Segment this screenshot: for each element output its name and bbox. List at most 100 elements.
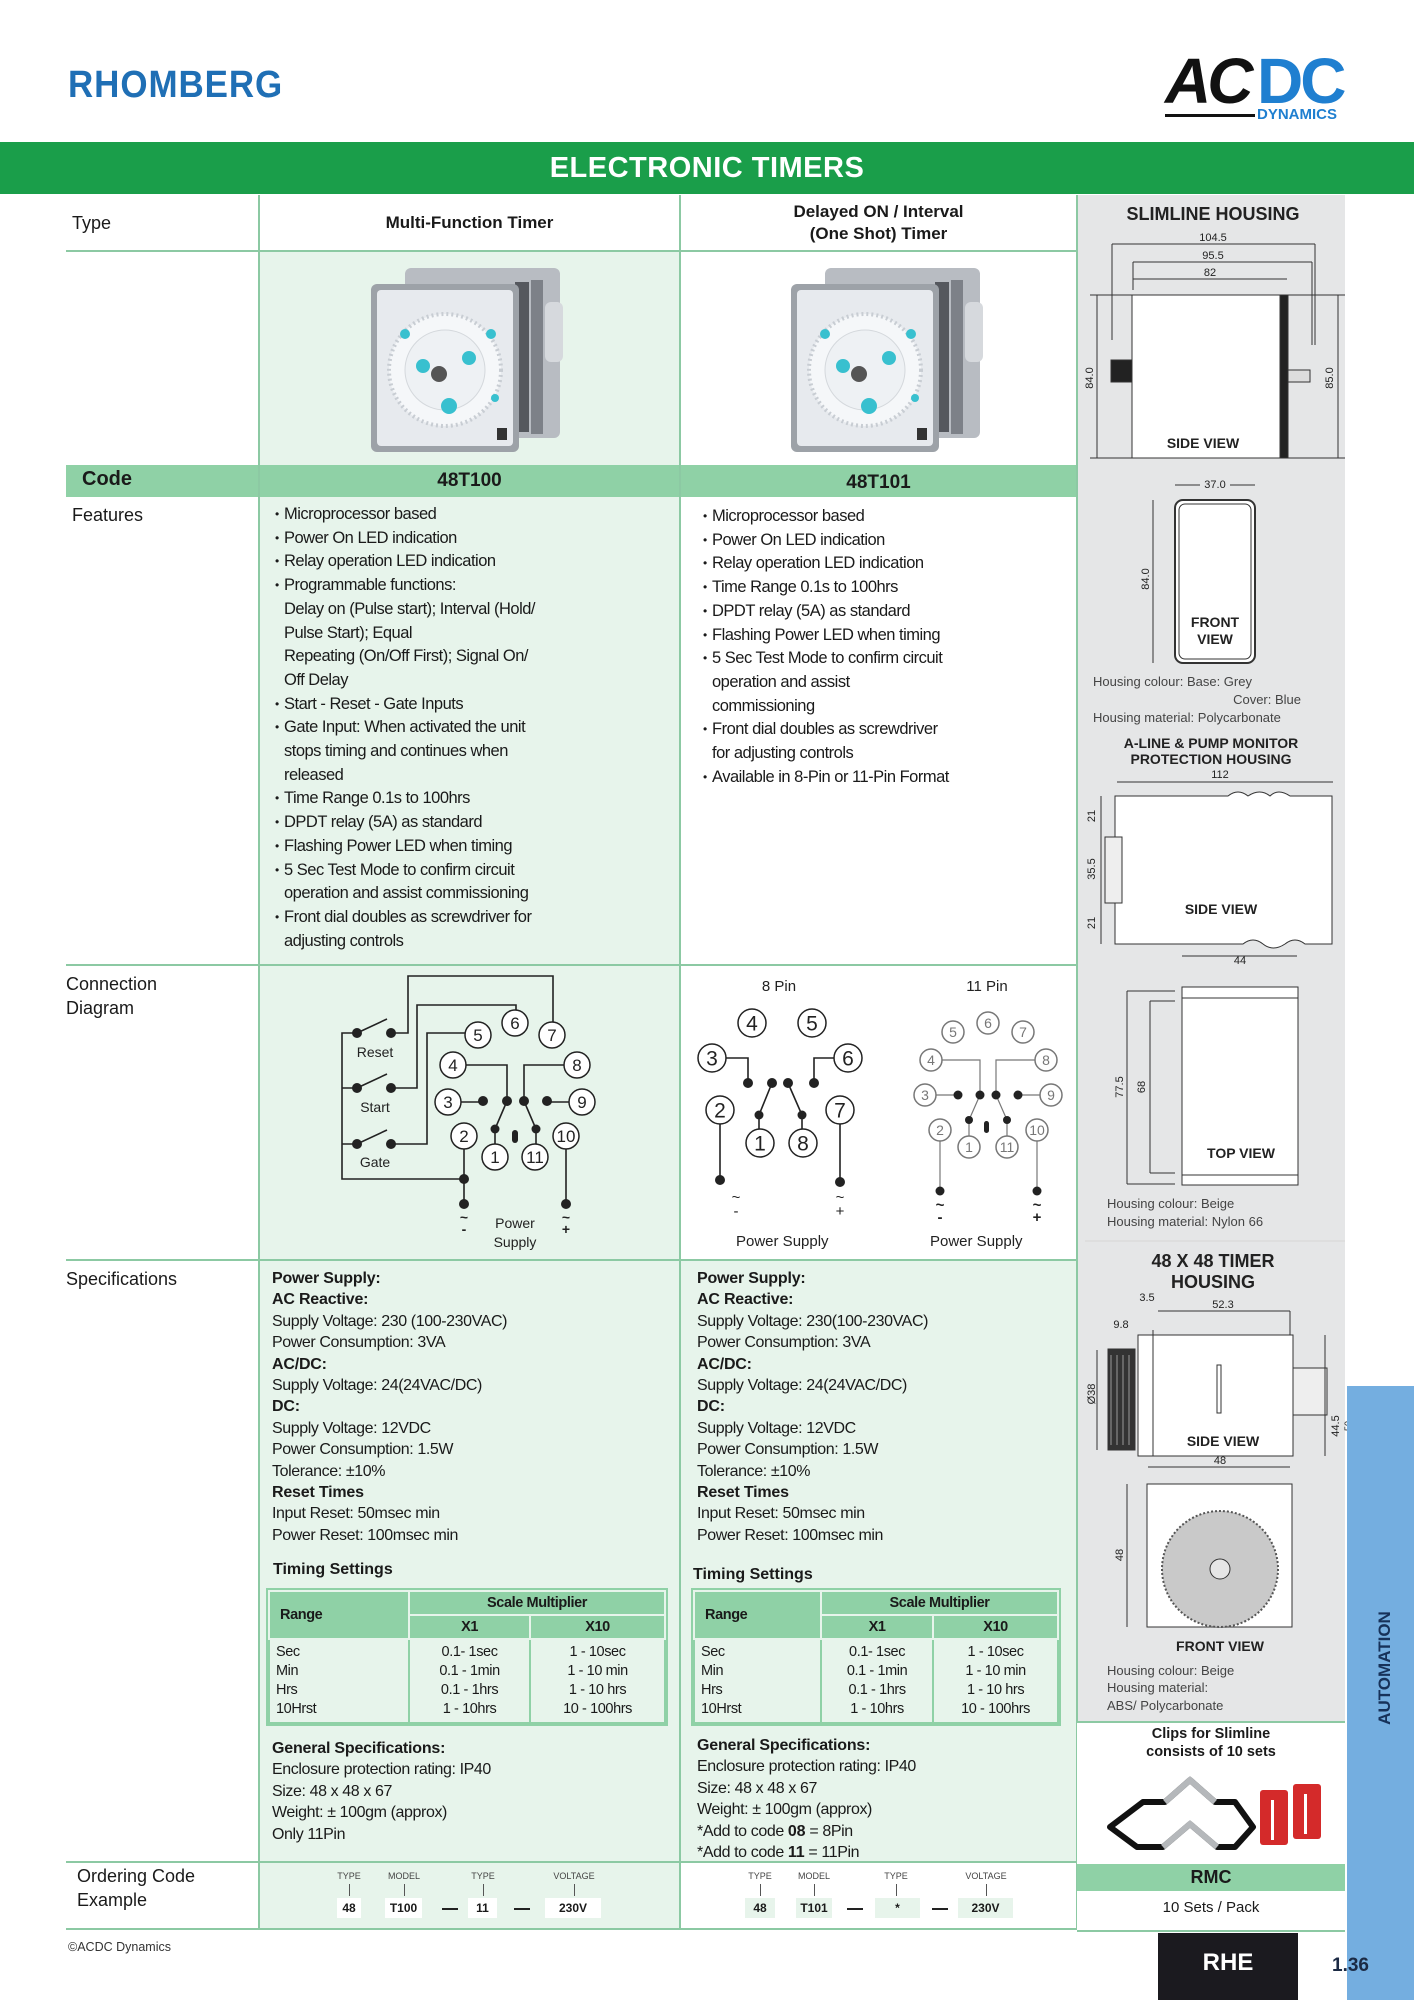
divider bbox=[66, 1861, 1077, 1863]
pin-number: 5 bbox=[806, 1013, 818, 1036]
pin-number: 5 bbox=[949, 1024, 957, 1040]
features-list-48t100: Microprocessor basedPower On LED indicat… bbox=[275, 503, 536, 953]
x10-values: 1 - 10sec 1 - 10 min 1 - 10 hrs 10 - 100… bbox=[932, 1638, 1059, 1724]
pin11-title: 11 Pin bbox=[966, 978, 1007, 995]
pin-number: 3 bbox=[921, 1087, 929, 1103]
clips-title-line: Clips for Slimline bbox=[1151, 1726, 1271, 1742]
x1-header: X1 bbox=[819, 1614, 935, 1640]
housing-colour: Housing colour: Base: Grey bbox=[1093, 674, 1252, 689]
spec-part: *Add to code bbox=[697, 1822, 788, 1840]
x10-values: 1 - 10sec 1 - 10 min 1 - 10 hrs 10 - 100… bbox=[529, 1638, 666, 1724]
ordering-field-label: VOLTAGE bbox=[965, 1871, 1007, 1881]
dim-label: 84.0 bbox=[1140, 568, 1152, 589]
spec-line: Power Supply: bbox=[272, 1270, 381, 1287]
divider bbox=[679, 195, 681, 1930]
pin-number: 9 bbox=[577, 1093, 586, 1112]
spec-part: 08 bbox=[787, 1822, 806, 1840]
feature-item: Front dial doubles as screwdriver for ad… bbox=[703, 718, 949, 765]
dim-label: 68 bbox=[1136, 1081, 1148, 1093]
ordering-dash bbox=[932, 1908, 948, 1910]
timing-table-48t100: Range Scale Multiplier X1 X10 Sec Min Hr… bbox=[266, 1588, 668, 1726]
pin-circle bbox=[788, 1128, 818, 1158]
terminals-11pin bbox=[935, 1090, 1042, 1196]
divider bbox=[66, 964, 1077, 966]
pin-number: 6 bbox=[842, 1048, 854, 1071]
feature-item: Microprocessor based bbox=[275, 503, 535, 527]
pin-number: 7 bbox=[834, 1100, 846, 1123]
col2-specs-bg bbox=[680, 1260, 1077, 1862]
spec-line: AC Reactive: bbox=[697, 1291, 794, 1309]
supply-plus-symbol: ~ bbox=[1033, 1197, 1042, 1214]
supply-minus-symbol: ~ bbox=[460, 1209, 468, 1225]
side-view-label: SIDE VIEW bbox=[1187, 1433, 1260, 1449]
page-title: ELECTRONIC TIMERS bbox=[0, 142, 1414, 194]
spec-line: *Add to code 08 = 8Pin bbox=[697, 1821, 916, 1842]
spec-line: Only 11Pin bbox=[272, 1825, 346, 1843]
divider bbox=[1076, 195, 1078, 1930]
housing-material: Housing material: Nylon 66 bbox=[1107, 1214, 1263, 1229]
feature-item: Available in 8-Pin or 11-Pin Format bbox=[703, 766, 949, 790]
feature-item: Power On LED indication bbox=[275, 527, 535, 551]
supply-minus-symbol: - bbox=[938, 1209, 943, 1226]
pin-number: 2 bbox=[459, 1127, 468, 1146]
dim-label: 77.5 bbox=[1114, 1076, 1126, 1097]
ordering-field-value: 48 bbox=[337, 1898, 361, 1918]
timing-settings-heading: Timing Settings bbox=[273, 1561, 393, 1578]
x1-values: 0.1- 1sec 0.1 - 1min 0.1 - 1hrs 1 - 10hr… bbox=[819, 1638, 935, 1724]
housing-drawings: SLIMLINE HOUSING 104.5 95.5 82 84.0 85.0… bbox=[1084, 204, 1353, 1713]
pin-number: 7 bbox=[547, 1026, 556, 1045]
rhomberg-logo: RHOMBERG bbox=[68, 64, 284, 106]
pin-circle bbox=[745, 1128, 775, 1158]
pin-number: 8 bbox=[572, 1056, 581, 1075]
divider bbox=[66, 250, 1077, 252]
supply-plus-symbol: + bbox=[562, 1221, 570, 1237]
feature-item: Front dial doubles as screwdriver for ad… bbox=[275, 906, 535, 953]
spec-line: Input Reset: 50msec min bbox=[697, 1505, 865, 1523]
feature-item: Start - Reset - Gate Inputs bbox=[275, 693, 535, 717]
ordering-tick bbox=[349, 1884, 350, 1896]
dim-label: 104.5 bbox=[1199, 232, 1227, 244]
dim-label: 21 bbox=[1086, 810, 1098, 822]
range-header: Range bbox=[693, 1590, 822, 1640]
pin-number: 10 bbox=[557, 1127, 576, 1146]
spec-line: Supply Voltage: 230 (100-230VAC) bbox=[272, 1312, 508, 1330]
pin-number: 10 bbox=[1029, 1122, 1045, 1138]
housing-colour: Housing colour: Beige bbox=[1107, 1196, 1234, 1211]
dim-label: Ø38 bbox=[1086, 1384, 1098, 1405]
pin-circle bbox=[976, 1011, 1000, 1035]
pin-circle bbox=[563, 1051, 591, 1079]
aline-drawing bbox=[1085, 791, 1345, 1242]
copyright: ©ACDC Dynamics bbox=[68, 1940, 171, 1954]
ordering-field-label: TYPE bbox=[471, 1871, 495, 1881]
ordering-field-value: 230V bbox=[958, 1898, 1013, 1918]
row-label-specifications: Specifications bbox=[66, 1269, 178, 1289]
pin-circle bbox=[439, 1051, 467, 1079]
pin-circle bbox=[941, 1020, 965, 1044]
pin-circle bbox=[797, 1008, 827, 1038]
x1-values: 0.1- 1sec 0.1 - 1min 0.1 - 1hrs 1 - 10hr… bbox=[407, 1638, 532, 1724]
side-view-label: SIDE VIEW bbox=[1167, 435, 1240, 451]
spec-line: Tolerance: ±10% bbox=[272, 1462, 386, 1480]
pin-number: 2 bbox=[936, 1122, 944, 1138]
product-code-48t100: 48T100 bbox=[437, 470, 502, 491]
ordering-field-value: T100 bbox=[385, 1898, 422, 1918]
pin-circle bbox=[825, 1095, 855, 1125]
product-type-48t100: Multi-Function Timer bbox=[259, 212, 680, 234]
pin-number: 6 bbox=[984, 1015, 992, 1031]
housing-colour: Housing colour: Beige bbox=[1107, 1663, 1234, 1678]
spec-line: Supply Voltage: 230(100-230VAC) bbox=[697, 1312, 929, 1330]
row-label-code: Code bbox=[82, 468, 132, 490]
power-supply-label: Supply bbox=[494, 1234, 537, 1250]
ordering-tick bbox=[814, 1884, 815, 1896]
dim-label: 95.5 bbox=[1202, 250, 1223, 262]
timer-photo bbox=[371, 268, 563, 452]
logo-dynamics: DYNAMICS bbox=[1257, 106, 1338, 123]
product-image-48t100 bbox=[371, 268, 563, 452]
divider bbox=[66, 1928, 1077, 1930]
logo-ac: AC bbox=[1165, 45, 1253, 117]
logo-dc: DC bbox=[1257, 45, 1346, 117]
spec-line: Supply Voltage: 12VDC bbox=[697, 1419, 856, 1437]
